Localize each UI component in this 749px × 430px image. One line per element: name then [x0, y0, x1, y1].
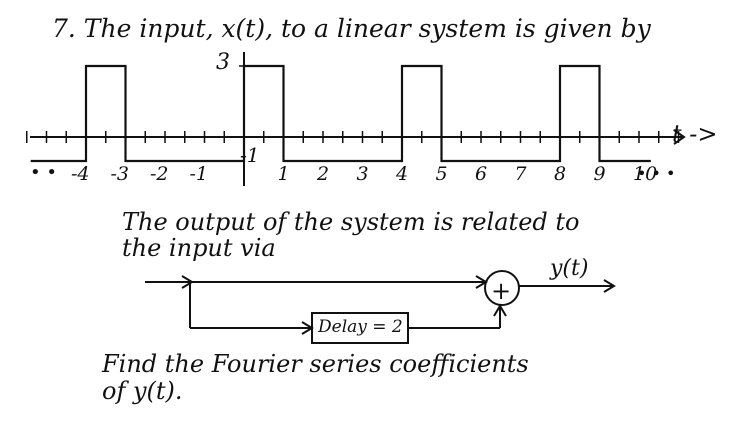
tick-label: 2: [317, 163, 330, 185]
output-arrow: [603, 279, 616, 293]
tick-label: 7: [514, 163, 527, 185]
problem-statement-line5: of y(t).: [102, 377, 183, 405]
right-ellipsis: • • •: [637, 164, 676, 183]
input-arrow: [181, 275, 194, 289]
tick-label: -4: [71, 163, 90, 185]
problem-statement-line3: the input via: [122, 234, 276, 262]
amplitude-label: 3: [216, 50, 230, 75]
tick-label: 8: [554, 163, 567, 185]
tick-label: 4: [396, 163, 409, 185]
tick-label: 1: [277, 163, 290, 185]
problem-statement-line4: Find the Fourier series coefficients: [102, 350, 529, 378]
adder-symbol: +: [491, 277, 512, 305]
problem-statement-line2: The output of the system is related to: [122, 208, 580, 236]
left-ellipsis: • •: [30, 162, 57, 183]
tick-label: 5: [435, 163, 448, 185]
signal-plot-group: [26, 52, 686, 186]
low-level-label: -1: [240, 143, 260, 167]
problem-statement-line1: 7. The input, x(t), to a linear system i…: [52, 14, 651, 43]
tick-label: -3: [110, 163, 130, 185]
tick-label: 9: [593, 163, 606, 185]
tick-label: -1: [189, 163, 209, 185]
tick-label: 3: [356, 163, 369, 185]
adder-circle: [484, 270, 520, 306]
adder-feedback-arrow: [493, 304, 507, 317]
block-diagram-group: [145, 270, 616, 344]
time-axis-arrowhead: [673, 129, 686, 145]
tick-label: 6: [475, 163, 488, 185]
tick-label: 10: [633, 163, 658, 185]
square-wave-signal: [30, 64, 651, 163]
delay-block-label: Delay = 2: [318, 317, 403, 337]
output-label: y(t): [550, 256, 589, 281]
time-axis-label: t ->: [672, 120, 718, 148]
tick-label: -2: [150, 163, 169, 185]
